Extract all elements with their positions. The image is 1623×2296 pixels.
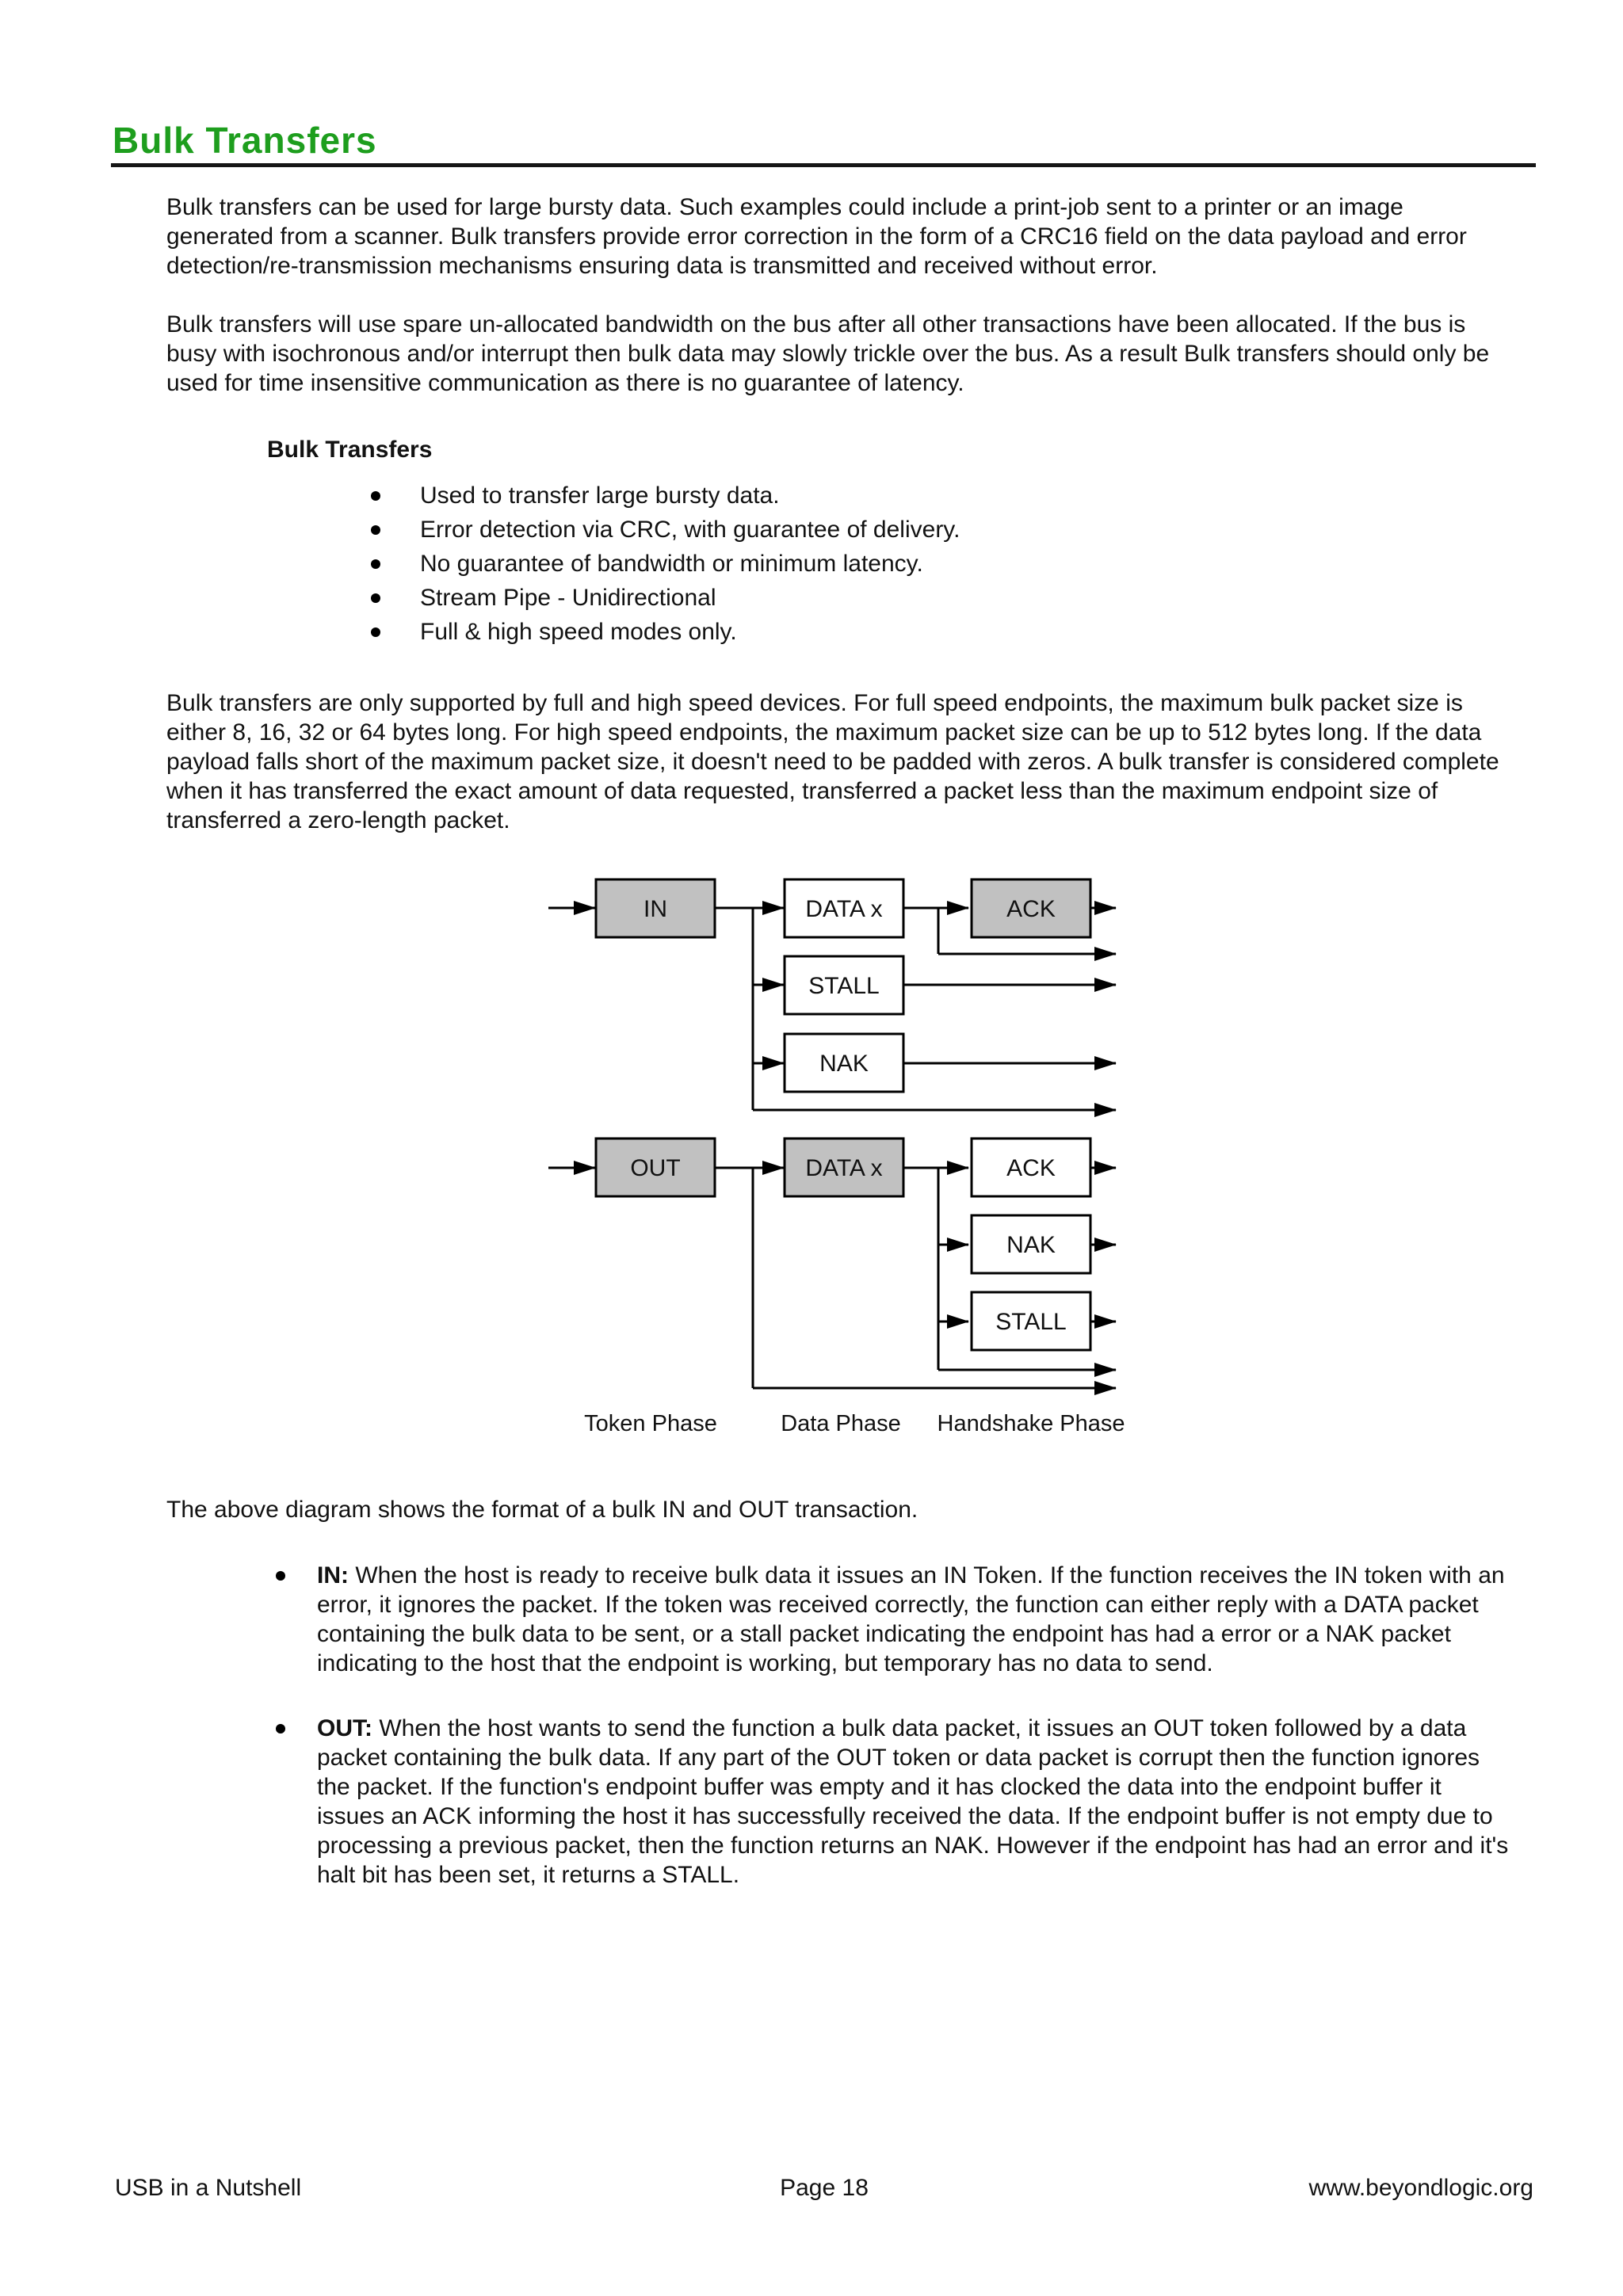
bulk-transaction-diagram: IN DATA x ACK STALL NAK OUT	[520, 871, 1138, 1446]
in-ack-label: ACK	[1006, 896, 1056, 922]
out-transaction-bullet: OUT: When the host wants to send the fun…	[276, 1714, 1514, 1890]
out-token-box	[594, 1137, 716, 1198]
page-footer: USB in a Nutshell Page 18 www.beyondlogi…	[115, 2174, 1533, 2203]
footer-page-number: Page 18	[780, 2175, 869, 2201]
diagram-note: The above diagram shows the format of a …	[166, 1497, 918, 1523]
out-stall-box	[970, 1291, 1092, 1352]
paragraph-packet-sizes: Bulk transfers are only supported by ful…	[166, 690, 1499, 833]
in-bullet-text: When the host is ready to receive bulk d…	[317, 1562, 1505, 1676]
out-bullet-text: When the host wants to send the function…	[317, 1715, 1509, 1888]
out-nak-label: NAK	[1006, 1232, 1056, 1258]
list-item: Error detection via CRC, with guarantee …	[371, 513, 1450, 547]
in-bullet-label: IN:	[317, 1562, 349, 1589]
data-phase-label: Data Phase	[781, 1411, 901, 1436]
footer-website: www.beyondlogic.org	[1308, 2174, 1533, 2203]
paragraph-bandwidth: Bulk transfers will use spare un-allocat…	[166, 311, 1490, 396]
footer-document-title: USB in a Nutshell	[115, 2174, 302, 2203]
out-ack-label: ACK	[1006, 1155, 1056, 1181]
out-data-label: DATA x	[805, 1155, 882, 1181]
list-item: Used to transfer large bursty data.	[371, 479, 1450, 513]
token-phase-label: Token Phase	[584, 1411, 717, 1436]
title-rule	[111, 163, 1536, 167]
paragraph-intro: Bulk transfers can be used for large bur…	[166, 194, 1467, 279]
in-nak-box	[783, 1032, 905, 1093]
out-ack-box	[970, 1137, 1092, 1198]
in-ack-box	[970, 878, 1092, 939]
in-stall-label: STALL	[808, 973, 880, 999]
transaction-flow-svg: IN DATA x ACK STALL NAK OUT	[548, 878, 1125, 1436]
list-item: No guarantee of bandwidth or minimum lat…	[371, 547, 1450, 581]
out-data-box	[783, 1137, 905, 1198]
handshake-phase-label: Handshake Phase	[938, 1411, 1125, 1436]
bullet-list: Used to transfer large bursty data. Erro…	[0, 479, 1623, 649]
in-nak-label: NAK	[819, 1051, 869, 1077]
out-token-label: OUT	[630, 1155, 680, 1181]
list-item: Full & high speed modes only.	[371, 615, 1450, 649]
list-item: Stream Pipe - Unidirectional	[371, 581, 1450, 615]
out-bullet-label: OUT:	[317, 1715, 372, 1741]
out-nak-box	[970, 1214, 1092, 1275]
page-title: Bulk Transfers	[113, 120, 377, 161]
bulk-list-heading: Bulk Transfers	[267, 437, 433, 463]
in-token-label: IN	[643, 896, 667, 922]
out-stall-label: STALL	[995, 1309, 1067, 1335]
in-transaction-bullet: IN: When the host is ready to receive bu…	[276, 1561, 1514, 1678]
in-data-label: DATA x	[805, 896, 882, 922]
in-data-box	[783, 878, 905, 939]
